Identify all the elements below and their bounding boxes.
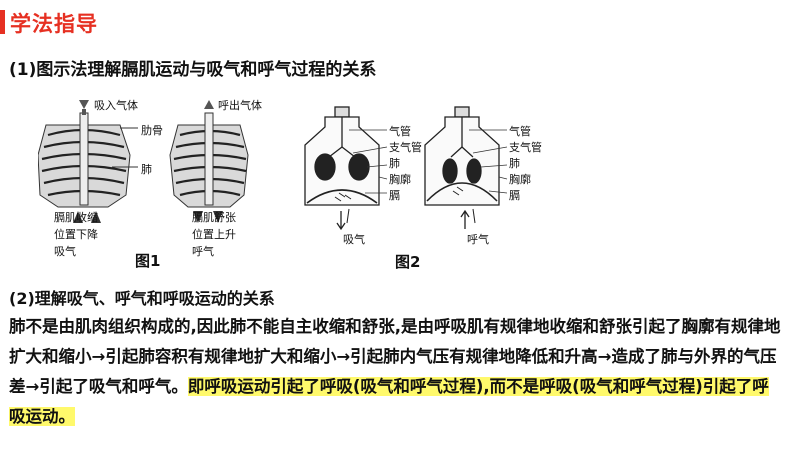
left-notes: 膈肌收缩 位置下降 吸气: [54, 209, 98, 260]
title-accent: [0, 10, 5, 34]
label-trachea: 气管: [389, 125, 411, 138]
right-note: 呼气: [192, 245, 214, 258]
explanation-text: 肺不是由肌肉组织构成的,因此肺不能自主收缩和舒张,是由呼吸肌有规律地收缩和舒张引…: [9, 317, 781, 396]
lung-label: 肺: [141, 163, 152, 176]
explanation-paragraph: 肺不是由肌肉组织构成的,因此肺不能自主收缩和舒张,是由呼吸肌有规律地收缩和舒张引…: [9, 312, 785, 432]
page-title: 学法指导: [10, 12, 98, 36]
figure2: 气管 支气管 肺 胸廓 膈 气管 支气管 肺 胸廓 膈 吸气 呼气 图2: [295, 105, 565, 275]
jar-labels-right: 气管 支气管 肺 胸廓 膈: [509, 124, 542, 204]
label-lung: 肺: [389, 157, 400, 170]
jar-inhale-action: 吸气: [343, 233, 365, 246]
jar-exhale: [424, 106, 500, 229]
figure2-caption: 图2: [395, 253, 421, 271]
left-note: 位置下降: [54, 228, 98, 241]
label-lung: 肺: [509, 157, 520, 170]
ribcage-inhale: [37, 112, 131, 208]
section1-heading: (1)图示法理解膈肌运动与吸气和呼气过程的关系: [9, 60, 377, 80]
right-note: 膈肌舒张: [192, 211, 236, 224]
label-thorax: 胸廓: [509, 173, 531, 186]
section2-heading: (2)理解吸气、呼气和呼吸运动的关系: [9, 289, 275, 308]
jar-inhale: [304, 106, 380, 231]
right-notes: 膈肌舒张 位置上升 呼气: [192, 209, 236, 260]
inhale-label: 吸入气体: [94, 99, 138, 112]
label-bronchus: 支气管: [389, 141, 422, 154]
label-diaphragm: 膈: [509, 189, 520, 202]
title-bar: 学法指导: [0, 0, 794, 42]
left-note: 膈肌收缩: [54, 211, 98, 224]
left-note: 吸气: [54, 245, 76, 258]
ribcage-exhale: [169, 112, 249, 208]
figure1: 吸入气体 呼出气体 肋骨 肺 膈肌收缩 位置下降 吸气 膈肌舒张 位置上升 呼气…: [37, 95, 278, 275]
figure1-illustration: [37, 100, 249, 223]
rib-label: 肋骨: [141, 124, 163, 137]
exhale-label: 呼出气体: [218, 99, 262, 112]
label-bronchus: 支气管: [509, 141, 542, 154]
figure2-illustration: [304, 106, 508, 231]
jar-labels-left: 气管 支气管 肺 胸廓 膈: [389, 124, 422, 204]
figure1-caption: 图1: [135, 252, 161, 270]
label-thorax: 胸廓: [389, 173, 411, 186]
right-note: 位置上升: [192, 228, 236, 241]
label-trachea: 气管: [509, 125, 531, 138]
label-diaphragm: 膈: [389, 189, 400, 202]
jar-exhale-action: 呼气: [467, 233, 489, 246]
